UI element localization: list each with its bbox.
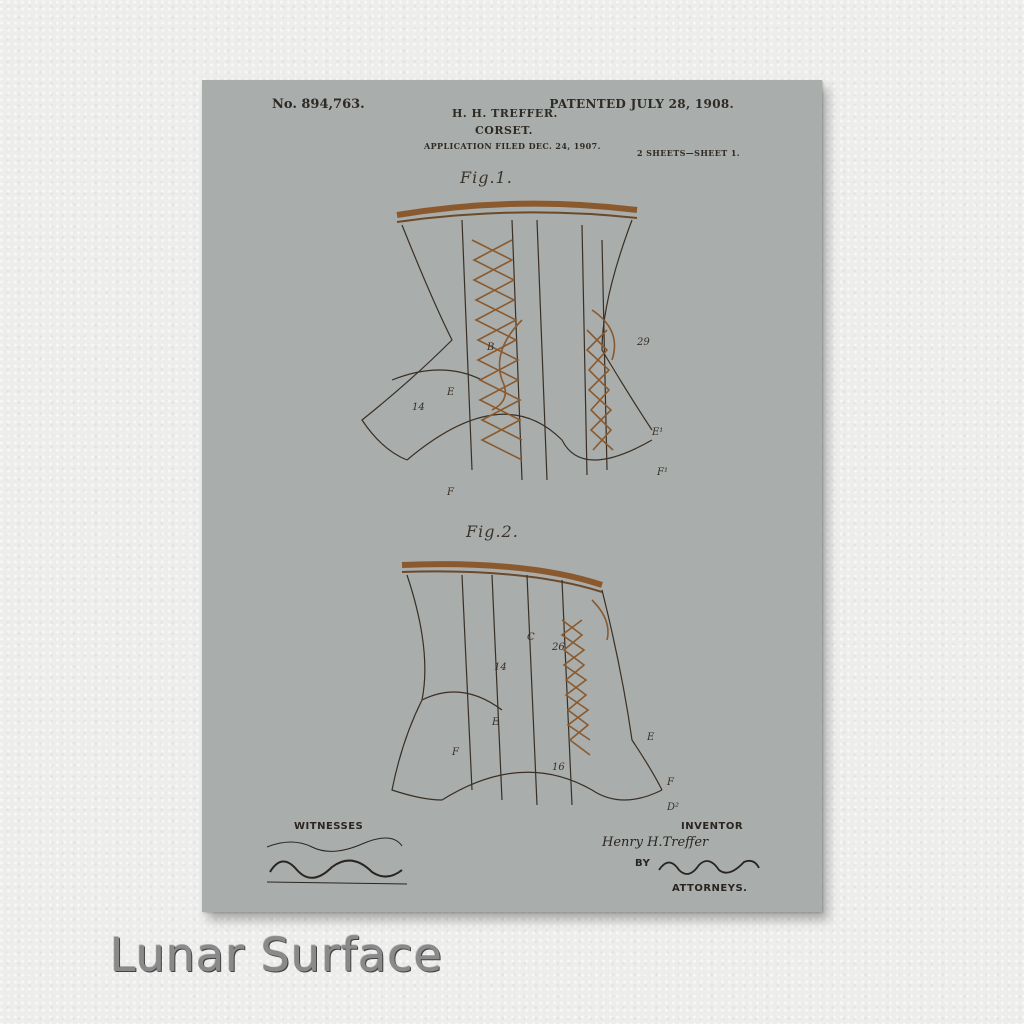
- attorneys-label: ATTORNEYS.: [672, 883, 748, 894]
- witness-signatures: [266, 837, 408, 885]
- svg-text:B: B: [486, 342, 494, 353]
- inventor-label: INVENTOR: [681, 821, 744, 832]
- patent-inventor: H. H. TREFFER.: [452, 107, 558, 120]
- patent-date: PATENTED JULY 28, 1908.: [549, 97, 734, 111]
- svg-text:F: F: [446, 487, 455, 498]
- color-name-caption: Lunar Surface: [110, 928, 444, 982]
- patent-number: No. 894,763.: [272, 97, 365, 112]
- patent-title: CORSET.: [475, 124, 533, 137]
- svg-text:26: 26: [551, 642, 565, 653]
- svg-text:29: 29: [636, 337, 650, 348]
- svg-text:F¹: F¹: [656, 467, 668, 478]
- figure-1-label: Fig.1.: [460, 168, 513, 187]
- filing-date: APPLICATION FILED DEC. 24, 1907.: [424, 141, 601, 151]
- svg-text:E¹: E¹: [651, 427, 663, 438]
- sheet-number: 2 SHEETS—SHEET 1.: [636, 148, 740, 158]
- by-label: BY: [635, 858, 651, 869]
- svg-text:C: C: [527, 632, 535, 643]
- corset-drawing-2: C 26 14 E E F F 16 D²: [391, 561, 679, 813]
- svg-text:14: 14: [494, 662, 507, 673]
- svg-text:14: 14: [412, 402, 425, 413]
- svg-text:D²: D²: [666, 802, 679, 813]
- svg-text:16: 16: [552, 762, 565, 773]
- svg-text:E: E: [446, 387, 455, 398]
- svg-text:F: F: [451, 747, 460, 758]
- attorney-signature: [658, 859, 760, 875]
- svg-text:E: E: [646, 732, 655, 743]
- witnesses-label: WITNESSES: [294, 821, 364, 832]
- svg-text:F: F: [666, 777, 675, 788]
- figure-2-label: Fig.2.: [466, 522, 519, 541]
- inventor-signature: Henry H.Treffer: [602, 835, 709, 850]
- corset-drawing-1: B E 14 E¹ F¹ F 29: [361, 200, 668, 498]
- svg-text:E: E: [491, 717, 500, 728]
- patent-print: No. 894,763. H. H. TREFFER. PATENTED JUL…: [202, 80, 822, 912]
